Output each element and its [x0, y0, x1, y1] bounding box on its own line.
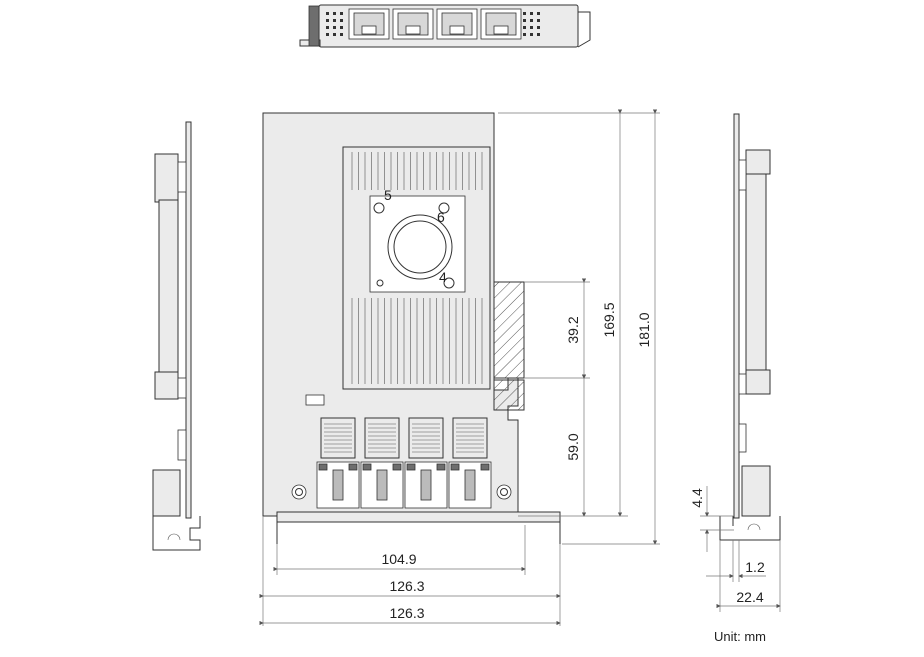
vent-dot: [333, 26, 336, 29]
vent-dot: [523, 33, 526, 36]
dim-side-depth: 22.4: [736, 589, 763, 605]
vent-dot: [530, 12, 533, 15]
mark-4: 4: [439, 269, 447, 285]
vent-dot: [333, 33, 336, 36]
heatsink: 5 6 4: [342, 146, 491, 390]
vent-dot: [340, 26, 343, 29]
top-rj45-port: [436, 8, 478, 40]
dim-height-total: 181.0: [636, 312, 652, 347]
vent-dot: [523, 12, 526, 15]
vent-dot: [340, 19, 343, 22]
top-rj45-port: [348, 8, 390, 40]
front-port-4: [448, 417, 492, 509]
vent-dot: [530, 33, 533, 36]
dim-width-bracket: 126.3: [389, 578, 424, 594]
dim-side-thickness: 1.2: [745, 559, 765, 575]
vent-dot: [530, 26, 533, 29]
dim-height-top: 39.2: [565, 316, 581, 343]
front-port-2: [360, 417, 404, 509]
screw-hole-left: [291, 484, 307, 500]
screw-hole-right: [496, 484, 512, 500]
dim-side-offset: 4.4: [689, 488, 705, 508]
left-side-view: [152, 121, 201, 551]
vent-dot: [326, 26, 329, 29]
vent-dot: [523, 19, 526, 22]
front-port-1: [316, 417, 360, 509]
dim-width-total: 126.3: [389, 605, 424, 621]
dim-height-card: 169.5: [601, 302, 617, 337]
top-view-bracket: [299, 4, 591, 48]
side-dimensions: 4.4 1.2 22.4: [689, 486, 781, 612]
vent-dot: [537, 12, 540, 15]
vent-dot: [326, 12, 329, 15]
vent-dot: [537, 19, 540, 22]
front-port-3: [404, 417, 448, 509]
vent-dot: [340, 12, 343, 15]
front-view-card: 5 6 4: [262, 112, 561, 544]
mark-6: 6: [437, 209, 445, 225]
vent-dot: [333, 12, 336, 15]
header-connector: [305, 394, 325, 406]
front-dimensions: 104.9 126.3 126.3 39.2 59.0 169.5 181.0: [259, 109, 660, 626]
top-rj45-port: [392, 8, 434, 40]
vent-dot: [523, 26, 526, 29]
vent-dot: [340, 33, 343, 36]
vent-dot: [537, 33, 540, 36]
vent-dot: [537, 26, 540, 29]
vent-dot: [530, 19, 533, 22]
mark-5: 5: [384, 187, 392, 203]
vent-dot: [326, 19, 329, 22]
vent-dot: [326, 33, 329, 36]
right-side-view: [719, 113, 781, 541]
dim-width-inner: 104.9: [381, 551, 416, 567]
unit-label: Unit: mm: [714, 629, 766, 644]
dim-height-bottom: 59.0: [565, 433, 581, 460]
vent-dot: [333, 19, 336, 22]
top-rj45-port: [480, 8, 522, 40]
